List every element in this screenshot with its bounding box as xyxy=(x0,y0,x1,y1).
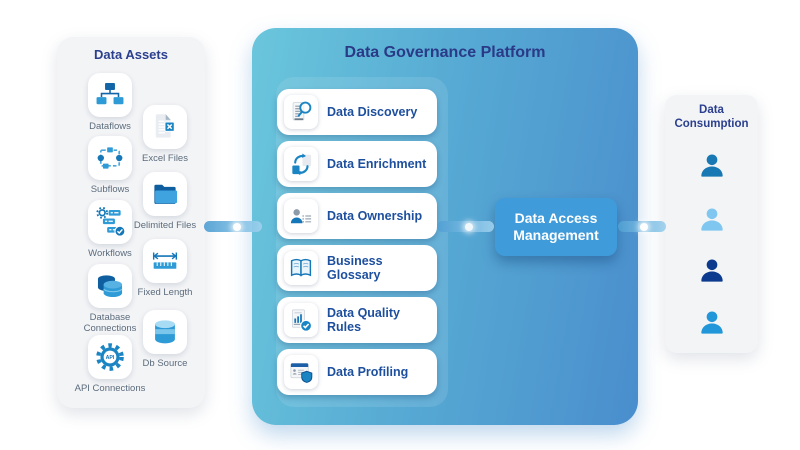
platform-title: Data Governance Platform xyxy=(344,44,546,61)
api-connections-icon: API xyxy=(88,335,132,379)
data-quality-rules-icon xyxy=(284,303,318,337)
module-label: Business Glossary xyxy=(327,253,383,282)
asset-label: Subflows xyxy=(90,184,130,195)
module-card-data-profiling: Data Profiling xyxy=(277,349,437,395)
asset-label: Db Source xyxy=(142,358,188,369)
module-card-data-discovery: Data Discovery xyxy=(277,89,437,135)
module-card-data-enrichment: Data Enrichment xyxy=(277,141,437,187)
workflows-icon xyxy=(88,200,132,244)
module-label: Data Quality Rules xyxy=(327,305,400,334)
module-label: Data Profiling xyxy=(327,364,409,379)
asset-item-dataflows: Dataflows xyxy=(70,73,150,132)
connector-access-to-consumption xyxy=(618,221,666,232)
module-label: Data Discovery xyxy=(327,104,418,119)
asset-label: Database Connections xyxy=(83,312,137,335)
user-icon xyxy=(665,255,758,287)
data-access-management-button: Data Access Management xyxy=(495,198,617,256)
svg-text:API: API xyxy=(106,355,115,361)
database-connections-icon xyxy=(88,264,132,308)
module-card-data-quality-rules: Data Quality Rules xyxy=(277,297,437,343)
data-profiling-icon xyxy=(284,355,318,389)
user-icon xyxy=(665,307,758,339)
dataflows-icon xyxy=(88,73,132,117)
flow-dot xyxy=(233,222,241,231)
subflows-icon xyxy=(88,136,132,180)
asset-item-fixed-length: Fixed Length xyxy=(125,239,205,298)
data-ownership-icon xyxy=(284,199,318,233)
data-discovery-icon xyxy=(284,95,318,129)
asset-item-delimited-files: Delimited Files xyxy=(125,172,205,231)
data-enrichment-icon xyxy=(284,147,318,181)
db-source-icon xyxy=(143,310,187,354)
delimited-files-icon xyxy=(143,172,187,216)
asset-item-database-connections: Database Connections xyxy=(70,264,150,335)
asset-item-subflows: Subflows xyxy=(70,136,150,195)
data-consumption-panel: Data Consumption xyxy=(665,95,758,353)
connector-assets-to-platform xyxy=(204,221,262,232)
access-button-label: Data Access Management xyxy=(513,209,599,244)
user-icon xyxy=(665,150,758,182)
module-label: Data Ownership xyxy=(327,208,423,223)
data-assets-title: Data Assets xyxy=(94,47,168,62)
user-icon xyxy=(665,204,758,236)
module-card-data-ownership: Data Ownership xyxy=(277,193,437,239)
asset-item-db-source: Db Source xyxy=(125,310,205,369)
business-glossary-icon xyxy=(284,251,318,285)
asset-item-workflows: Workflows xyxy=(70,200,150,259)
asset-item-excel-files: Excel Files xyxy=(125,105,205,164)
module-card-business-glossary: Business Glossary xyxy=(277,245,437,291)
connector-modules-to-access xyxy=(437,221,494,232)
asset-label: Dataflows xyxy=(89,121,131,132)
flow-dot xyxy=(640,222,648,231)
asset-item-api-connections: API API Connections xyxy=(70,335,150,394)
flow-dot xyxy=(465,222,473,231)
asset-label: Workflows xyxy=(88,248,132,259)
excel-files-icon xyxy=(143,105,187,149)
asset-label: Delimited Files xyxy=(133,220,197,231)
asset-label: Fixed Length xyxy=(137,287,193,298)
data-consumption-title: Data Consumption xyxy=(674,104,749,130)
module-label: Data Enrichment xyxy=(327,156,427,171)
fixed-length-icon xyxy=(143,239,187,283)
asset-label: Excel Files xyxy=(142,153,188,164)
data-assets-panel: Data Assets Dataflows xyxy=(57,37,205,408)
data-governance-platform-panel: Data Governance Platform Data Discovery xyxy=(252,28,638,425)
asset-label: API Connections xyxy=(74,383,146,394)
